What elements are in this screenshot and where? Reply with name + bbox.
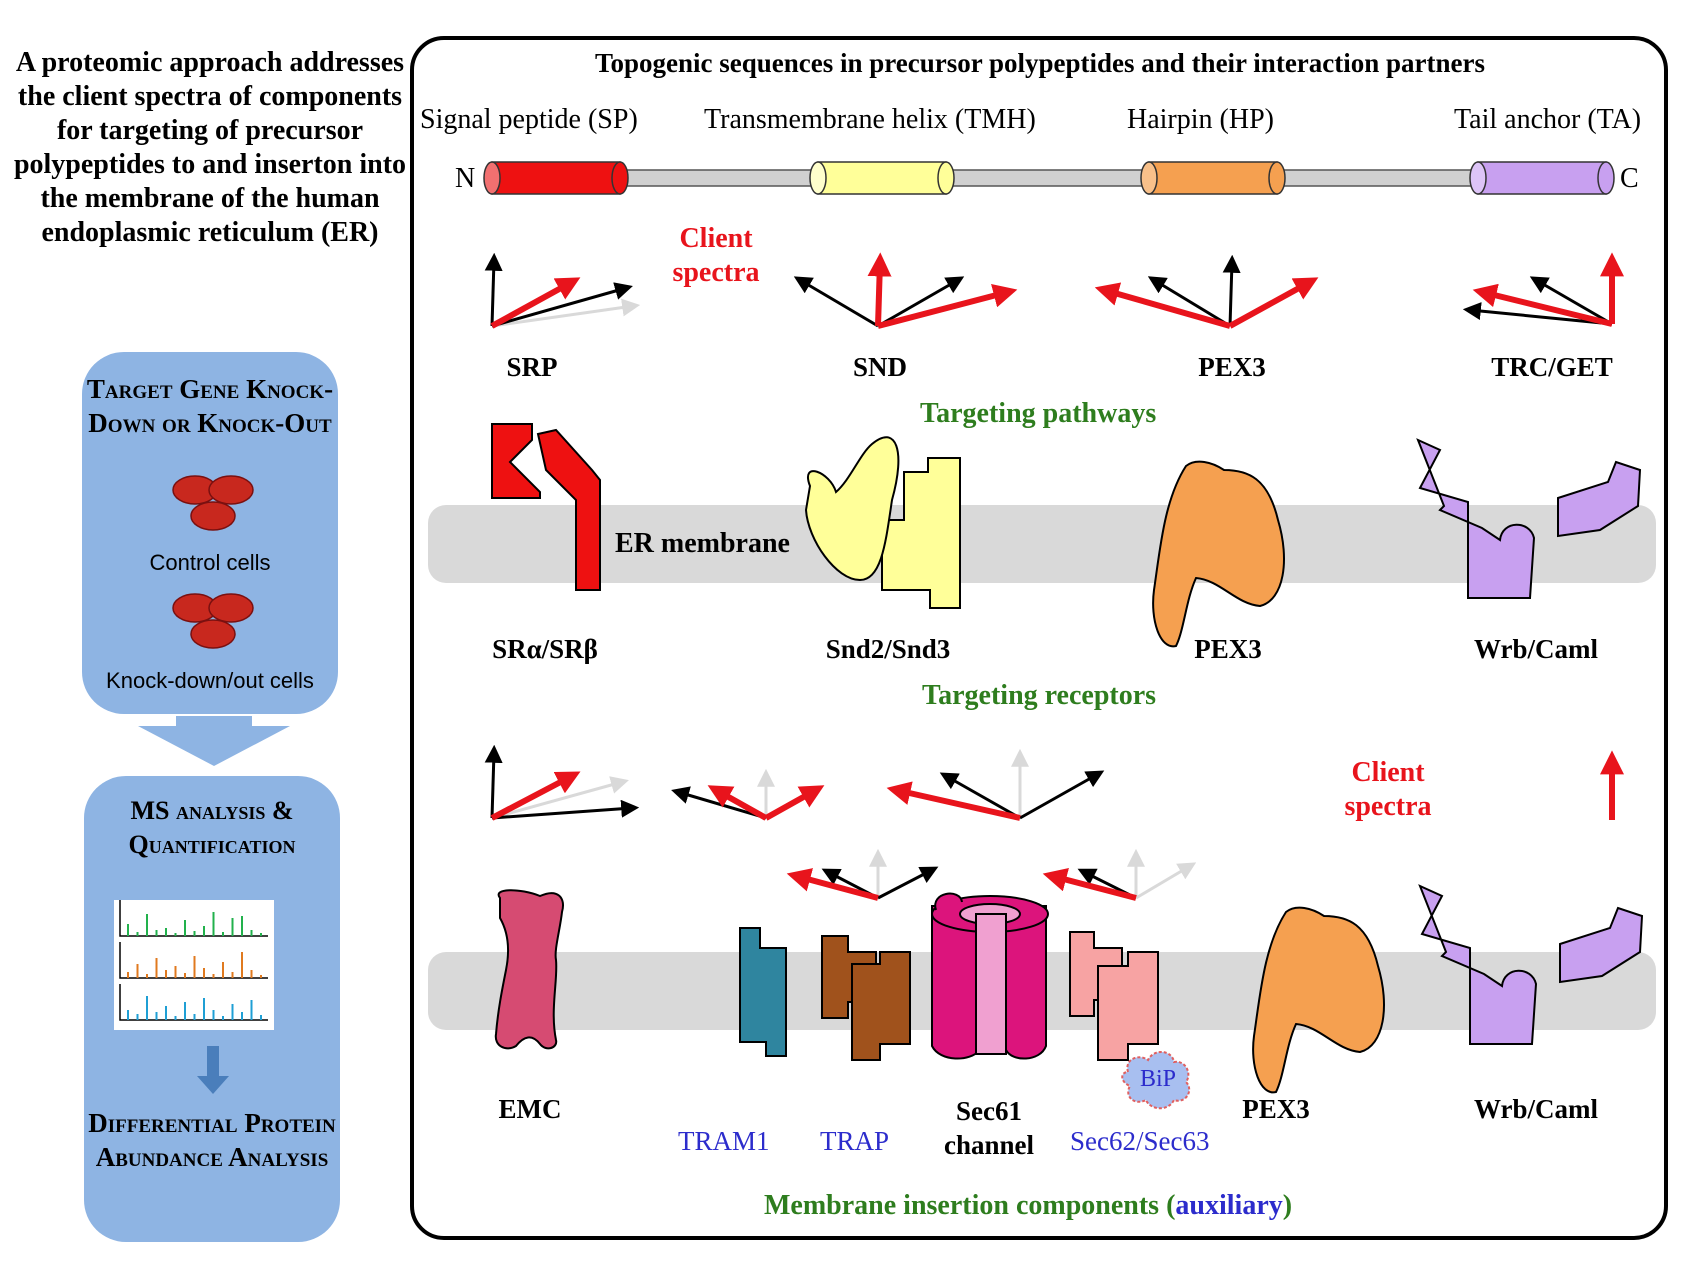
sr-alpha-beta-shape [491,423,601,591]
sec61-arrow-fan [886,748,1105,821]
signal-peptide-segment [483,161,629,195]
ms-spectrum-chart [114,900,274,1094]
bip-label: BiP [1140,1066,1177,1092]
trc-get-arrow-fan [1462,252,1624,327]
targeting-pathways-heading: Targeting pathways [920,398,1157,429]
ms-title: MS analysis & Quantification [128,796,296,859]
domain-label-sp: Signal peptide (SP) [420,104,638,135]
spectrum-axis [119,984,268,1021]
control-cells-icon [172,475,254,531]
snd2-snd3-shape [804,436,961,609]
er-membrane-label: ER membrane [615,528,790,559]
components-heading: Membrane insertion components (auxiliary… [764,1190,1292,1222]
emc-shape [494,889,564,1050]
components-heading-main: Membrane insertion components ( [764,1190,1176,1221]
receptor-snd2-snd3: Snd2/Snd3 [825,634,951,664]
pex3-arrow-fan [1094,254,1319,329]
knockdown-panel: Target Gene Knock-Down or Knock-Out Cont… [82,352,338,714]
srp-arrow-fan [484,252,641,329]
components-heading-aux: auxiliary [1175,1190,1283,1221]
client-spectra-top: Client spectra [672,223,760,288]
tmh-segment [809,161,955,195]
knockdown-cells-icon [172,593,254,649]
trap-arrow-fan [786,848,939,901]
receptor-sr: SRα/SRβ [492,634,598,664]
client-spectra-bottom: Client spectra [1344,757,1432,822]
wrb-caml-upper-shape [1416,438,1642,599]
pex3-receptor-shape [1152,460,1285,648]
pathway-trc-get: TRC/GET [1491,352,1613,382]
receptor-pex3: PEX3 [1194,634,1262,664]
snd-arrow-fan [793,252,1018,329]
er-membrane-upper [428,505,1656,583]
c-terminus: C [1620,163,1639,194]
component-tram1: TRAM1 [678,1126,770,1156]
domain-label-tmh: Transmembrane helix (TMH) [704,104,1036,135]
targeting-receptors-heading: Targeting receptors [922,680,1157,711]
pathway-pex3: PEX3 [1198,352,1266,382]
tram1-shape [739,927,787,1057]
differential-title: Differential Protein Abundance Analysis [88,1108,336,1172]
n-terminus: N [455,163,476,194]
trap-shape [821,935,911,1061]
components-heading-end: ) [1282,1190,1293,1221]
domain-label-ta: Tail anchor (TA) [1454,104,1642,135]
emc-arrow-fan [484,744,640,821]
precursor-polypeptide [483,161,1615,195]
main-panel [410,36,1668,1240]
hairpin-segment [1140,161,1286,195]
spectrum-axis [119,900,268,937]
pex3-component-shape [1252,906,1385,1094]
pathway-snd: SND [852,352,907,382]
sec62-sec63-shape [1069,931,1159,1061]
receptor-wrb-caml: Wrb/Caml [1473,634,1598,664]
component-pex3: PEX3 [1242,1094,1310,1124]
spectrum-axis [119,942,268,979]
ms-spectra [119,900,268,1021]
knockdown-cells-label: Knock-down/out cells [106,668,314,693]
sec62-arrow-fan [1042,848,1197,901]
component-sec62-sec63: Sec62/Sec63 [1070,1126,1210,1156]
main-title: Topogenic sequences in precursor polypep… [594,48,1486,78]
sec61-channel-shape [931,892,1049,1060]
component-trap: TRAP [820,1126,890,1156]
ms-panel: MS analysis & Quantification Differentia… [84,776,340,1242]
component-wrb-caml: Wrb/Caml [1473,1094,1598,1124]
bip-shape [1121,1051,1191,1110]
pathway-srp: SRP [506,352,558,382]
knockdown-title: Target Gene Knock-Down or Knock-Out [86,374,334,438]
wrb-caml-lower-shape [1418,884,1644,1045]
intro-text: A proteomic approach addresses the clien… [13,47,407,248]
cell-icons [172,475,254,649]
small-down-arrow [197,1046,229,1094]
domain-label-hp: Hairpin (HP) [1127,104,1274,135]
control-cells-label: Control cells [149,550,271,575]
tail-anchor-segment [1469,161,1615,195]
component-sec61: Sec61 channel [943,1096,1035,1160]
tram1-arrow-fan [671,768,825,821]
component-emc: EMC [498,1094,562,1124]
